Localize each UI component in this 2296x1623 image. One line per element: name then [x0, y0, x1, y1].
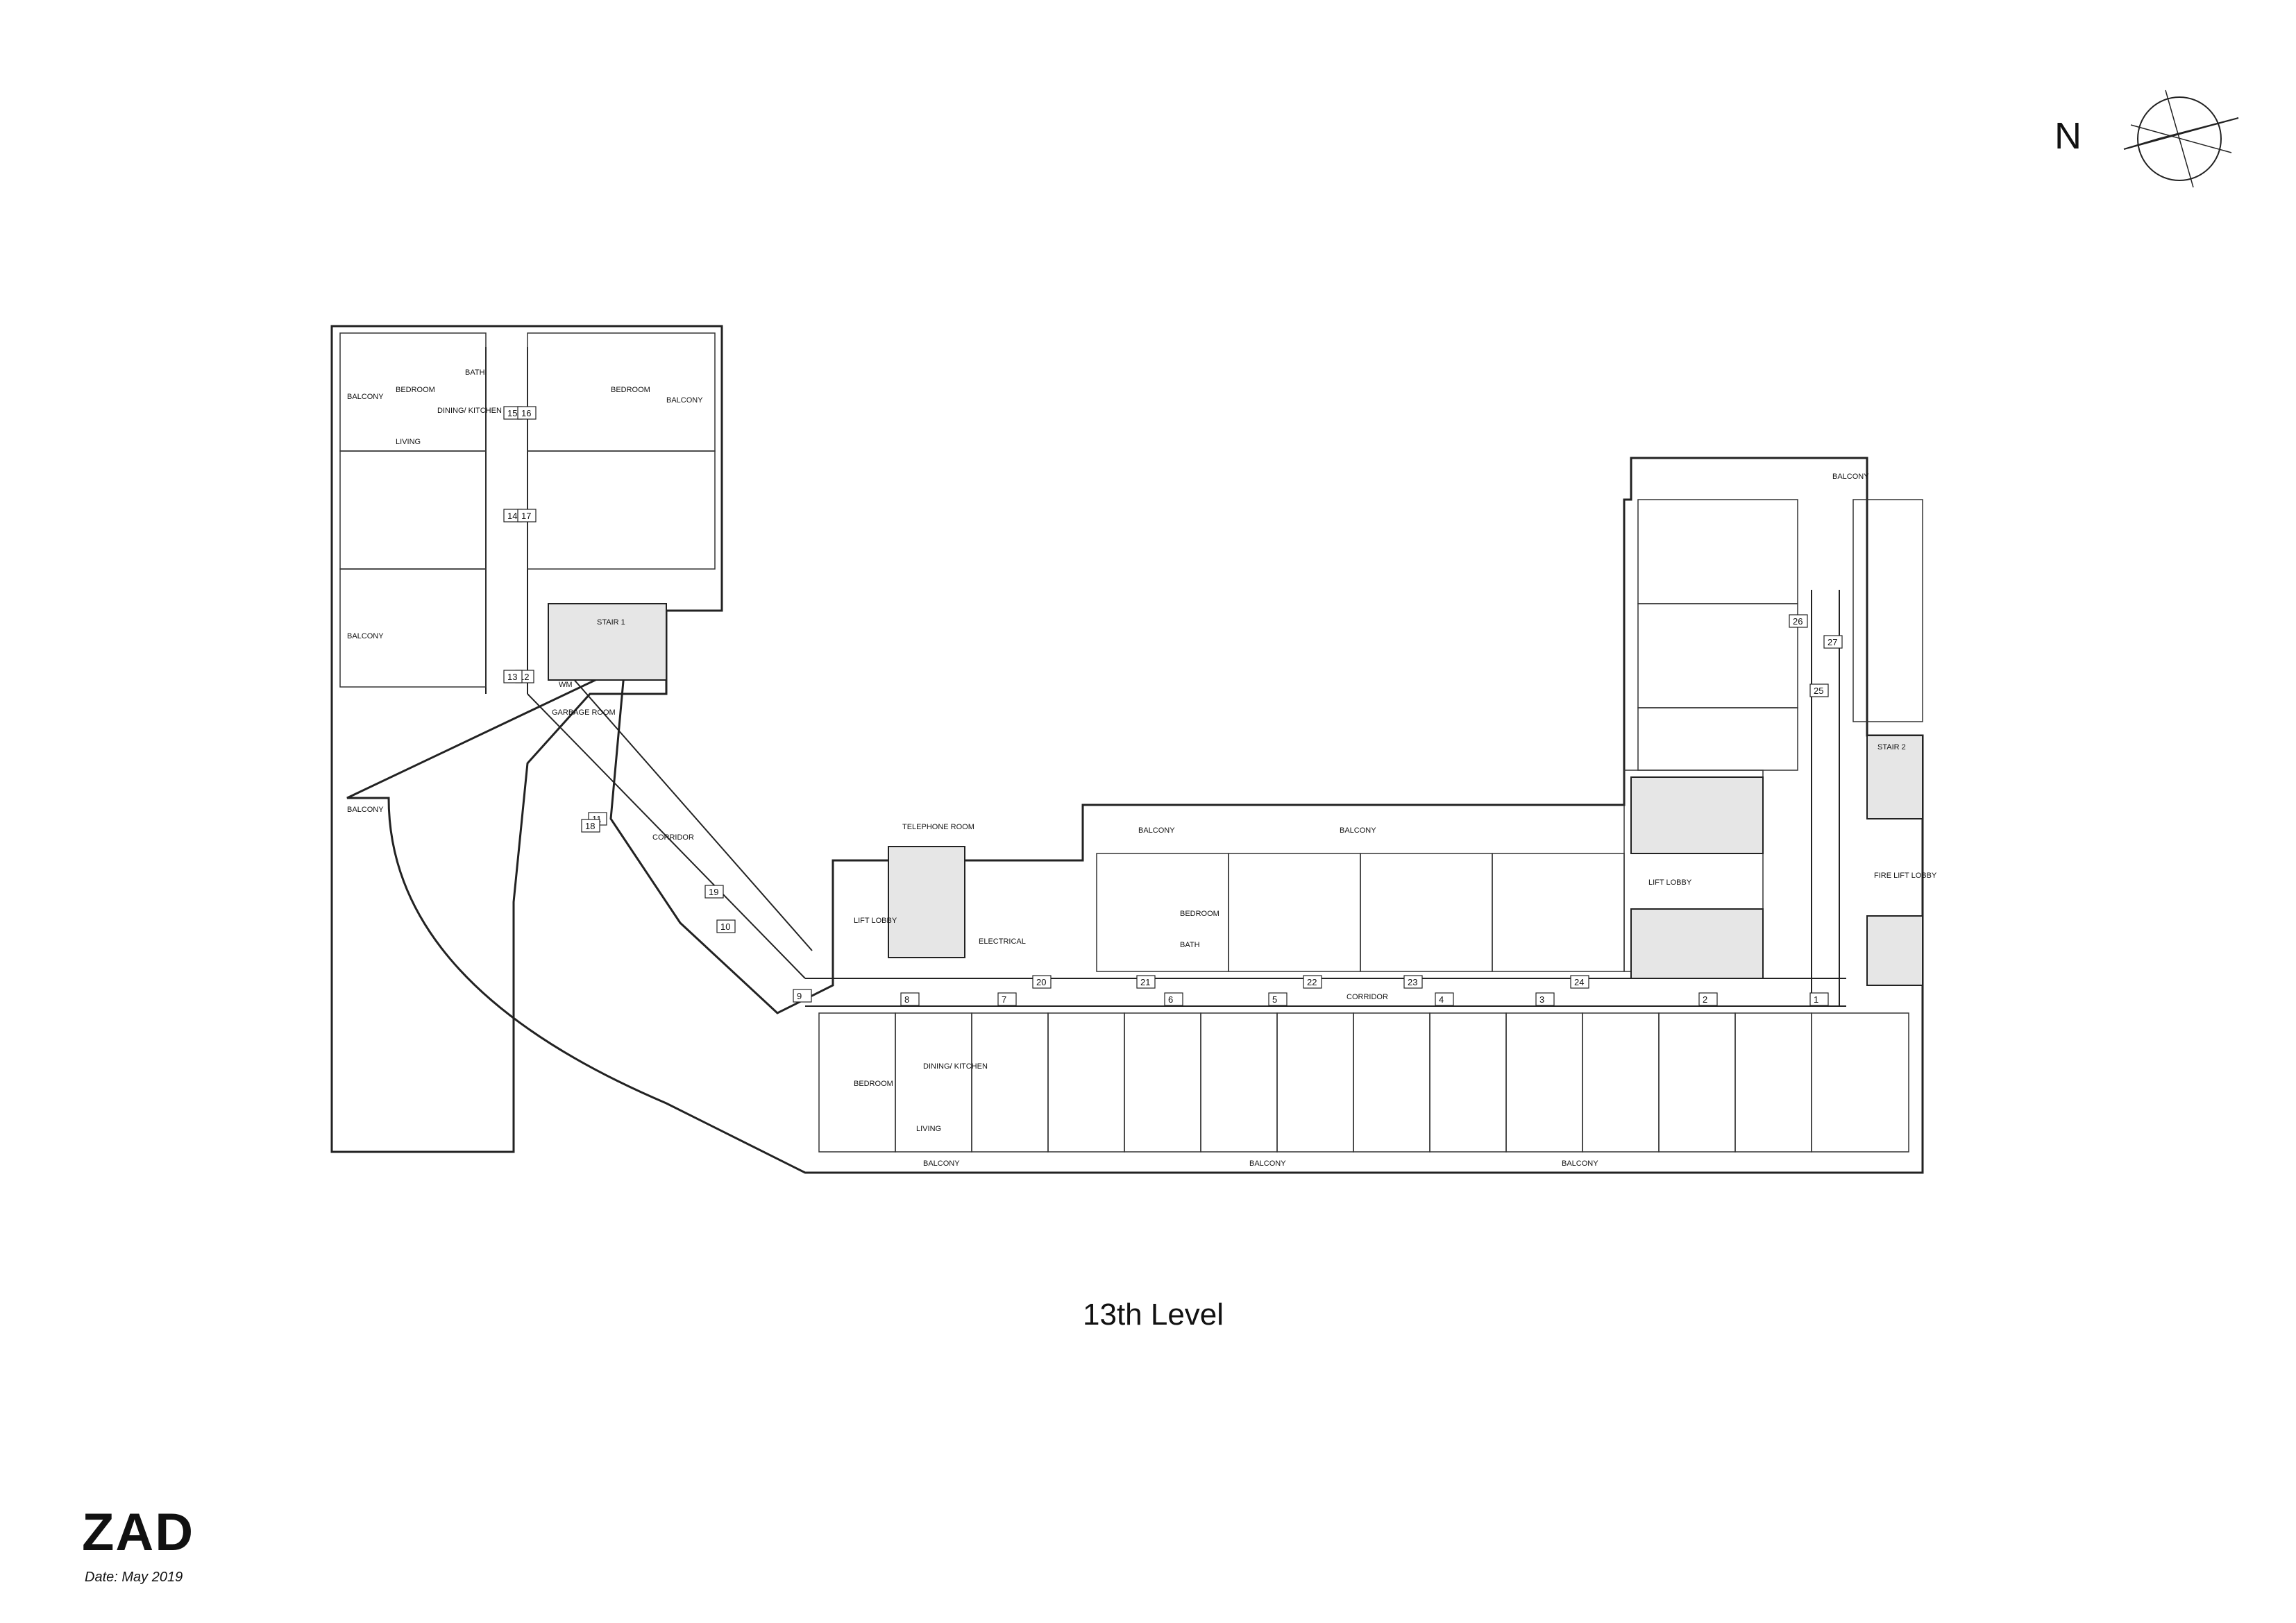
label-balcony: BALCONY	[666, 396, 703, 405]
north-label: N	[2054, 115, 2082, 157]
unit-number: 22	[1307, 977, 1317, 987]
unit-number: 18	[585, 821, 595, 831]
unit-tag-box	[1698, 992, 1718, 1006]
unit-number: 26	[1793, 616, 1803, 627]
label-dining-kitchen: DINING/ KITCHEN	[437, 407, 502, 415]
label-fire-lift-lobby: FIRE LIFT LOBBY	[1874, 872, 1937, 880]
unit-number: 1	[1814, 994, 1818, 1005]
unit-tag-box	[1268, 992, 1288, 1006]
unit-tag-box	[1164, 992, 1183, 1006]
unit-number: 27	[1827, 637, 1837, 647]
unit-number: 23	[1408, 977, 1417, 987]
unit-number: 17	[521, 511, 531, 521]
label-dining-kitchen: DINING/ KITCHEN	[923, 1062, 988, 1071]
label-stair2: STAIR 2	[1877, 743, 1906, 751]
brand-logo: ZAD	[82, 1503, 195, 1562]
label-balcony: BALCONY	[1249, 1159, 1286, 1168]
label-balcony: BALCONY	[1832, 473, 1869, 481]
unit-tag-box	[517, 509, 537, 522]
label-lift-lobby: LIFT LOBBY	[854, 917, 897, 925]
label-balcony: BALCONY	[1138, 826, 1175, 835]
south-units	[818, 1012, 1909, 1153]
label-bath: BATH	[1180, 941, 1200, 949]
label-living: LIVING	[396, 438, 421, 446]
label-electrical: ELECTRICAL	[979, 937, 1026, 946]
unit-tag-box	[1136, 975, 1156, 989]
level-title: 13th Level	[1083, 1298, 1224, 1332]
unit-tag-box	[1403, 975, 1423, 989]
cores	[548, 603, 1923, 986]
unit-tag-box	[1032, 975, 1052, 989]
unit-number: 10	[720, 921, 730, 932]
label-balcony: BALCONY	[1562, 1159, 1598, 1168]
unit-tag-box	[1823, 635, 1843, 649]
unit-number: 21	[1140, 977, 1150, 987]
unit-tag-box	[1809, 683, 1829, 697]
unit-number: 2	[1703, 994, 1707, 1005]
unit-number: 16	[521, 408, 531, 418]
east-units	[1637, 499, 1923, 771]
unit-tag-box	[997, 992, 1017, 1006]
unit-tag-box	[1809, 992, 1829, 1006]
north-wing-outline	[330, 325, 723, 1153]
label-telephone-room: TELEPHONE ROOM	[902, 823, 974, 831]
north-units	[339, 332, 716, 688]
label-bath: BATH	[465, 368, 485, 377]
unit-number: 13	[507, 672, 517, 682]
unit-number: 9	[797, 991, 802, 1001]
label-balcony: BALCONY	[347, 632, 384, 640]
label-balcony: BALCONY	[347, 393, 384, 401]
label-living: LIVING	[916, 1125, 941, 1133]
diagonal-corridor	[527, 665, 813, 979]
north-arrow-icon	[2123, 90, 2239, 188]
unit-tag-box	[900, 992, 920, 1006]
unit-number: 24	[1574, 977, 1584, 987]
unit-number: 3	[1539, 994, 1544, 1005]
unit-tag-box	[704, 885, 724, 899]
unit-number: 4	[1439, 994, 1444, 1005]
unit-number: 8	[904, 994, 909, 1005]
label-garbage-room: GARBAGE ROOM	[552, 708, 616, 717]
label-balcony: BALCONY	[347, 806, 384, 814]
label-balcony: BALCONY	[923, 1159, 960, 1168]
unit-tag-box	[1570, 975, 1589, 989]
label-corridor: CORRIDOR	[1347, 993, 1388, 1001]
south-wing-outline	[346, 457, 1924, 1174]
unit-tag-box	[1303, 975, 1322, 989]
unit-number: 5	[1272, 994, 1277, 1005]
unit-tag-box	[793, 989, 812, 1003]
label-stair1: STAIR 1	[597, 618, 625, 627]
label-liftlobby: LIFT LOBBY	[1648, 878, 1692, 887]
unit-tag-box	[517, 406, 537, 420]
unit-tag-box	[581, 819, 600, 833]
unit-number: 25	[1814, 686, 1823, 696]
label-corridor: CORRIDOR	[652, 833, 694, 842]
label-wm: WM	[559, 681, 573, 689]
unit-number: 15	[507, 408, 517, 418]
label-bedroom: BEDROOM	[611, 386, 650, 394]
label-balcony: BALCONY	[1340, 826, 1376, 835]
east-corridor	[1811, 590, 1840, 1006]
label-bedroom: BEDROOM	[1180, 910, 1219, 918]
date-label: Date: May 2019	[85, 1570, 183, 1585]
unit-number: 7	[1002, 994, 1006, 1005]
unit-number: 19	[709, 887, 718, 897]
unit-number-tags: 1234567891011121314151617181920212223242…	[503, 406, 1843, 1006]
label-bedroom: BEDROOM	[854, 1080, 893, 1088]
unit-tag-box	[503, 670, 523, 683]
unit-tag-box	[1535, 992, 1555, 1006]
unit-number: 14	[507, 511, 517, 521]
unit-tag-box	[1789, 614, 1808, 628]
unit-tag-box	[716, 919, 736, 933]
label-bedroom: BEDROOM	[396, 386, 435, 394]
unit-tag-box	[1435, 992, 1454, 1006]
unit-number: 20	[1036, 977, 1046, 987]
main-corridor	[805, 978, 1846, 1007]
unit-number: 6	[1168, 994, 1173, 1005]
